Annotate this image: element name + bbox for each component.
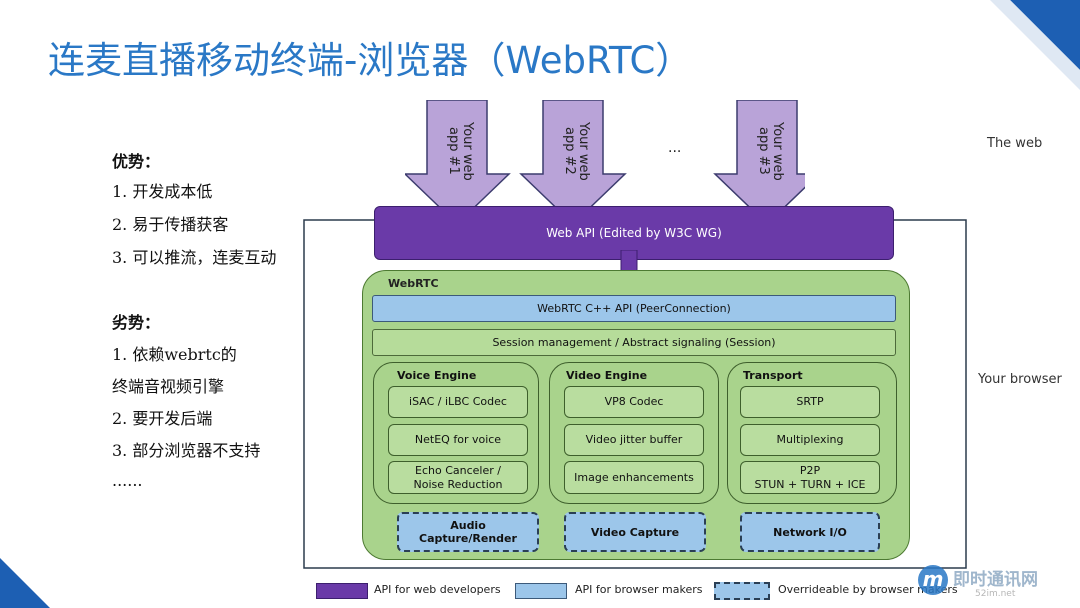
advantage-item: 1. 开发成本低 [112, 182, 213, 201]
disadvantage-line: 1. 依赖webrtc的 [112, 345, 237, 364]
legend-swatch-web-devs [316, 583, 368, 599]
legend-label-overrideable: Overrideable by browser makers [778, 583, 958, 596]
session-bar: Session management / Abstract signaling … [372, 329, 896, 356]
legend-swatch-browser-makers [515, 583, 567, 599]
video-capture-box: Video Capture [564, 512, 706, 552]
disadvantage-line: 2. 要开发后端 [112, 409, 213, 428]
video-engine-title: Video Engine [566, 369, 648, 382]
watermark-url: 52im.net [975, 589, 1016, 599]
neteq-box: NetEQ for voice [388, 424, 528, 456]
isac-codec-box: iSAC / iLBC Codec [388, 386, 528, 418]
advantage-item: 3. 可以推流，连麦互动 [112, 248, 277, 267]
the-web-label: The web [987, 136, 1043, 151]
vp8-codec-box: VP8 Codec [564, 386, 704, 418]
corner-decoration-bottom-left [0, 558, 50, 608]
voice-engine-title: Voice Engine [397, 369, 477, 382]
your-browser-label: Your browser [978, 372, 1062, 387]
echo-canceler-box: Echo Canceler /Noise Reduction [388, 461, 528, 494]
watermark-text: 即时通讯网 [953, 570, 1038, 590]
corner-decoration-top-right [990, 0, 1080, 90]
srtp-box: SRTP [740, 386, 880, 418]
network-io-box: Network I/O [740, 512, 880, 552]
webrtc-label: WebRTC [388, 277, 439, 290]
jitter-buffer-box: Video jitter buffer [564, 424, 704, 456]
disadvantage-line: 终端音视频引擎 [112, 377, 225, 396]
legend-label-browser-makers: API for browser makers [575, 583, 703, 596]
image-enhancements-box: Image enhancements [564, 461, 704, 494]
app-arrows [405, 100, 805, 226]
browser-outline [303, 219, 967, 569]
transport-title: Transport [743, 369, 803, 382]
multiplexing-box: Multiplexing [740, 424, 880, 456]
advantage-item: 2. 易于传播获客 [112, 215, 229, 234]
apps-ellipsis: ... [668, 140, 682, 156]
cpp-api-bar: WebRTC C++ API (PeerConnection) [372, 295, 896, 322]
watermark-logo-icon: m [918, 565, 948, 595]
app-arrow-2 [519, 100, 627, 226]
legend-label-web-devs: API for web developers [374, 583, 501, 596]
advantages-heading: 优势： [112, 152, 161, 171]
disadvantage-line: 3. 部分浏览器不支持 [112, 441, 261, 460]
slide-title: 连麦直播移动终端-浏览器（WebRTC） [48, 39, 693, 82]
app-arrow-3 [713, 100, 805, 226]
disadvantages-heading: 劣势： [112, 313, 161, 332]
disadvantage-line: ...... [112, 471, 143, 490]
legend-swatch-overrideable [714, 582, 770, 600]
app-arrow-1 [405, 100, 511, 226]
